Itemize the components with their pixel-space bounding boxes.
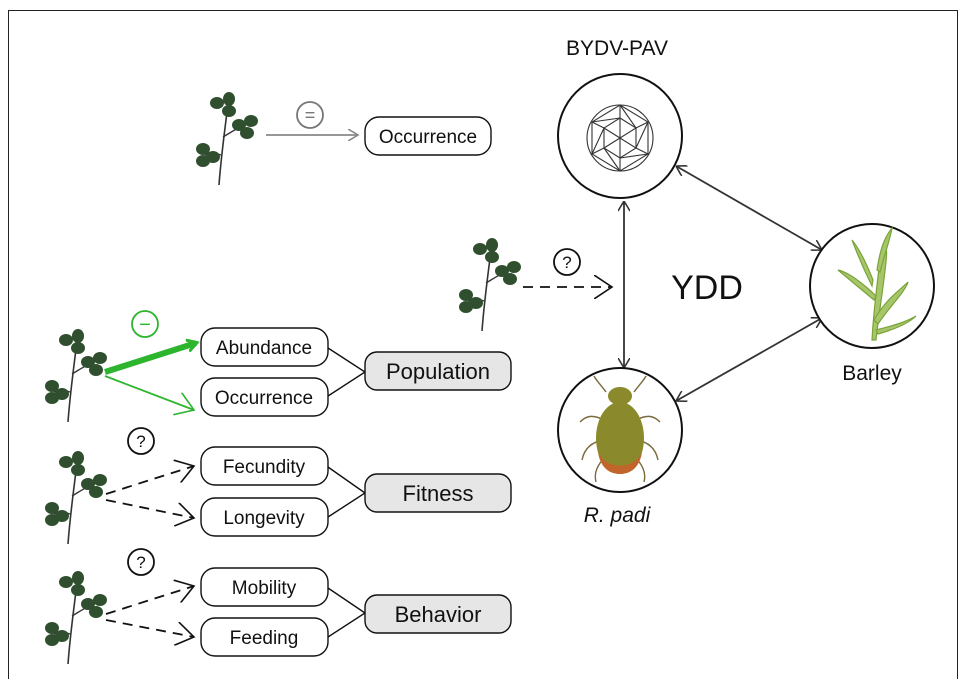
question-symbol-glyph: ? — [136, 553, 145, 572]
population-occurrence-box — [200, 377, 329, 417]
feeding-arrow — [105, 619, 194, 637]
question-symbol: ? — [127, 548, 155, 576]
ydd-label: YDD — [671, 269, 743, 307]
fecundity-box — [200, 446, 329, 486]
population-group-label: Population — [386, 359, 490, 384]
abundance-arrow — [104, 343, 196, 375]
fecundity-arrow — [105, 466, 194, 495]
population-bracket — [327, 347, 367, 397]
fitness-group-box — [364, 473, 512, 513]
occurrence-box-label: Occurrence — [379, 127, 477, 148]
fitness-group-label: Fitness — [403, 481, 474, 506]
aphid-label: R. padi — [584, 504, 652, 527]
aphid-icon — [579, 375, 661, 483]
longevity-arrow — [105, 499, 194, 518]
population-occurrence-arrow — [104, 375, 194, 410]
mobility-box-label: Mobility — [232, 578, 297, 599]
minus-symbol: − — [131, 310, 159, 338]
feeding-box-label: Feeding — [230, 628, 299, 649]
virus-icon — [586, 104, 654, 172]
clover-icon — [44, 570, 108, 665]
equal-symbol-glyph: = — [305, 105, 316, 125]
figure-frame — [8, 10, 958, 679]
clover-icon — [195, 91, 259, 186]
behavior-group-label: Behavior — [395, 602, 482, 627]
abundance-box — [200, 327, 329, 367]
mobility-arrow — [105, 586, 194, 615]
fecundity-box-label: Fecundity — [223, 457, 306, 478]
abundance-box-label: Abundance — [216, 338, 312, 359]
behavior-bracket — [327, 587, 367, 638]
minus-symbol-glyph: − — [139, 314, 151, 336]
aphid-barley-arrow — [676, 318, 822, 401]
mobility-box — [200, 567, 329, 607]
occurrence-box — [364, 116, 492, 156]
population-group-box — [364, 351, 512, 391]
fitness-bracket — [327, 466, 367, 518]
clover-icon — [44, 328, 108, 423]
question-symbol: ? — [553, 248, 581, 276]
clover-icon — [458, 237, 522, 332]
question-symbol-glyph: ? — [136, 432, 145, 451]
equal-symbol: = — [296, 101, 324, 129]
clover-icon — [44, 450, 108, 545]
population-occurrence-box-label: Occurrence — [215, 388, 313, 409]
virus-barley-arrow — [676, 166, 822, 250]
barley-icon — [837, 225, 917, 341]
longevity-box-label: Longevity — [223, 508, 305, 529]
virus-label: BYDV-PAV — [566, 37, 668, 60]
question-symbol-glyph: ? — [562, 253, 571, 272]
behavior-group-box — [364, 594, 512, 634]
barley-label: Barley — [842, 362, 902, 385]
question-symbol: ? — [127, 427, 155, 455]
